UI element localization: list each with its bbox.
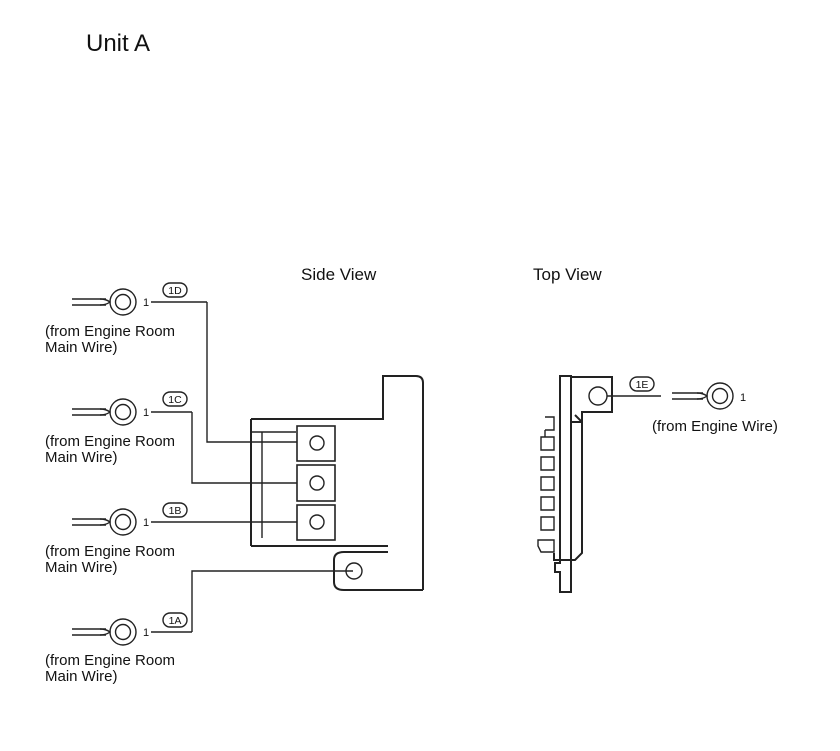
ring-terminal-1e: 1E 1 (from Engine Wire) [607, 376, 778, 435]
diagram-title: Unit A [86, 30, 150, 57]
side-terminal-block-middle [296, 464, 336, 502]
pin-number-1c: 1 [143, 407, 149, 419]
connector-tag-1d: 1D [168, 285, 182, 297]
wire-1c [191, 412, 316, 484]
top-view-label: Top View [533, 265, 602, 284]
source-note-1c-line2: Main Wire) [45, 449, 118, 466]
connector-tag-1a: 1A [169, 615, 182, 627]
source-note-1e: (from Engine Wire) [652, 418, 778, 435]
source-note-1b-line1: (from Engine Room [45, 543, 175, 560]
side-terminal-block-bottom [296, 504, 336, 541]
ring-terminal-1d: 1 1D (from Engine Room Main Wire) [45, 282, 207, 356]
connector-tag-1e: 1E [636, 379, 649, 391]
connector-tag-1b: 1B [169, 505, 182, 517]
ring-terminal-1a: 1 1A (from Engine Room Main Wire) [45, 612, 192, 685]
pin-number-1b: 1 [143, 517, 149, 529]
source-note-1d-line1: (from Engine Room [45, 323, 175, 340]
pin-number-1a: 1 [143, 627, 149, 639]
source-note-1c-line1: (from Engine Room [45, 433, 175, 450]
top-view-unit [537, 375, 613, 593]
side-view-label: Side View [301, 265, 377, 284]
side-view-unit [250, 375, 424, 591]
source-note-1a-line2: Main Wire) [45, 668, 118, 685]
source-note-1b-line2: Main Wire) [45, 559, 118, 576]
wire-1d [206, 302, 316, 443]
side-ground-stud [345, 562, 363, 580]
source-note-1d-line2: Main Wire) [45, 339, 118, 356]
connector-tag-1c: 1C [168, 394, 182, 406]
pin-number-1d: 1 [143, 297, 149, 309]
ring-terminal-1b: 1 1B (from Engine Room Main Wire) [45, 502, 316, 576]
side-terminal-block-top [296, 425, 336, 462]
wire-1a [191, 570, 353, 632]
source-note-1a-line1: (from Engine Room [45, 652, 175, 669]
pin-number-1e: 1 [740, 392, 746, 404]
ring-terminal-1c: 1 1C (from Engine Room Main Wire) [45, 391, 192, 466]
